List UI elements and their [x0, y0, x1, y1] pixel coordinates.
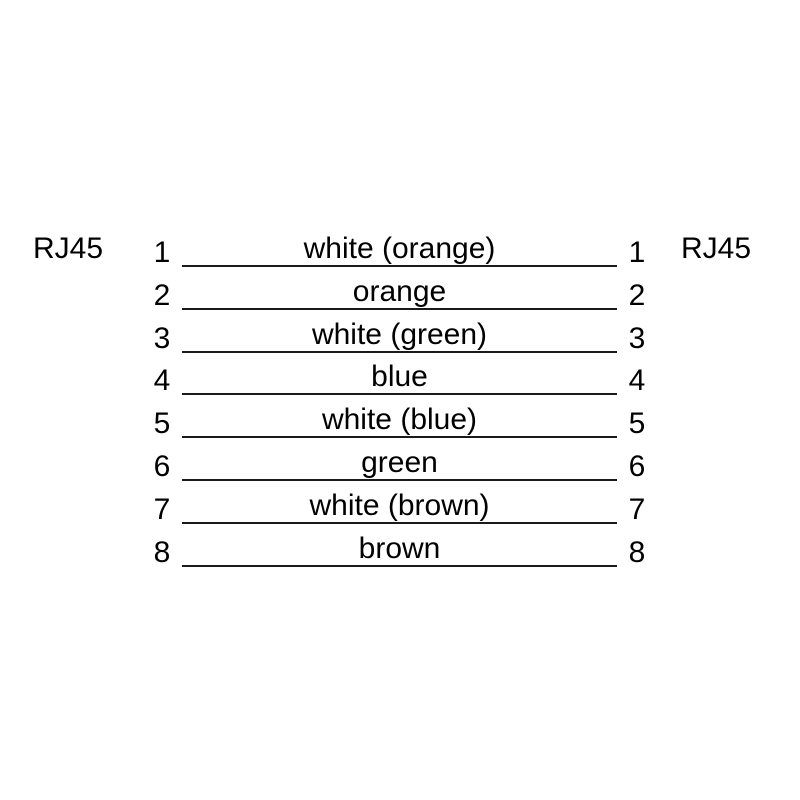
wire-connection-line — [182, 436, 617, 439]
wire-color-label: blue — [371, 360, 428, 394]
wire-color-label: white (blue) — [321, 403, 478, 437]
wire-row: 7 7 white (brown) — [140, 481, 660, 525]
wire-row: 5 5 white (blue) — [140, 395, 660, 439]
wire-row: 2 2 orange — [140, 267, 660, 311]
right-pin-number: 1 — [628, 236, 646, 269]
left-connector-label: RJ45 — [33, 232, 104, 265]
wire-connection-line — [182, 393, 617, 396]
right-pin-number: 6 — [628, 450, 646, 483]
wire-color-label: brown — [358, 531, 441, 565]
right-pin-number: 5 — [628, 407, 646, 441]
left-pin-number: 6 — [153, 450, 171, 483]
left-pin-number: 2 — [153, 278, 171, 312]
left-pin-number: 5 — [153, 407, 171, 441]
wire-row: 1 1 white (orange) — [140, 224, 660, 268]
wire-connection-line — [182, 564, 617, 567]
wire-row: 6 6 green — [140, 438, 660, 482]
left-pin-number: 8 — [153, 535, 171, 569]
wire-connection-line — [182, 479, 617, 481]
right-pin-number: 4 — [628, 364, 646, 398]
wire-color-label: orange — [352, 274, 447, 308]
right-pin-number: 8 — [628, 535, 646, 569]
left-pin-number: 7 — [153, 492, 171, 526]
wire-row: 3 3 white (green) — [140, 310, 660, 354]
wire-row: 4 4 blue — [140, 352, 660, 396]
wire-connection-line — [182, 521, 617, 524]
wire-connection-line — [182, 350, 617, 353]
wire-connection-line — [182, 265, 617, 267]
wire-color-label: green — [361, 446, 438, 479]
left-pin-number: 4 — [153, 364, 171, 398]
wire-row: 8 8 brown — [140, 524, 660, 568]
wire-connection-line — [182, 307, 617, 310]
left-pin-number: 1 — [153, 236, 171, 269]
wire-color-label: white (brown) — [309, 488, 490, 522]
wire-color-label: white (green) — [311, 317, 488, 351]
right-connector-label: RJ45 — [681, 232, 752, 265]
wire-color-label: white (orange) — [303, 232, 496, 265]
right-pin-number: 3 — [628, 321, 646, 355]
right-pin-number: 7 — [628, 492, 646, 526]
right-pin-number: 2 — [628, 278, 646, 312]
left-pin-number: 3 — [153, 321, 171, 355]
